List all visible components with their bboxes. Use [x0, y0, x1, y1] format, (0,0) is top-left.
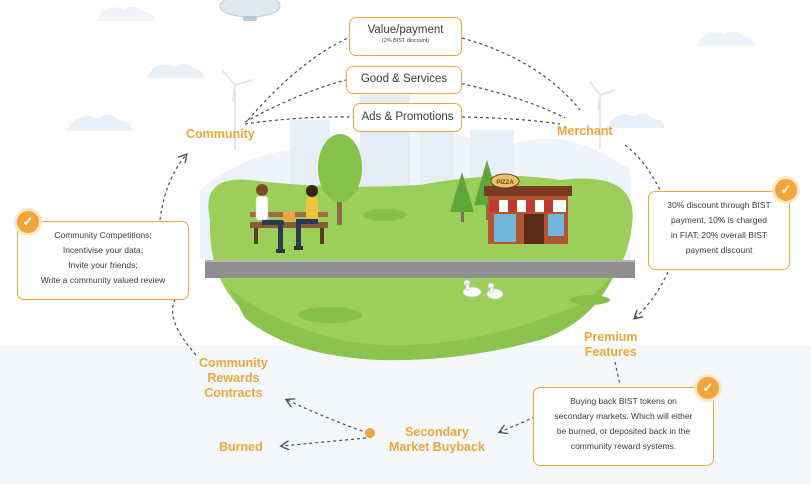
community-desc-line: Community Competitions; [54, 230, 152, 240]
merchant-desc-line: payment, 10% is charged [671, 215, 767, 225]
duck-icon [462, 279, 504, 300]
buyback-desc-line: community reward systems. [570, 441, 677, 451]
value-payment-note: (2% BIST discount) [381, 38, 430, 44]
goods-services-label: Good & Services [360, 73, 448, 85]
check-icon: ✓ [697, 377, 719, 399]
ads-promotions-label: Ads & Promotions [361, 111, 454, 123]
merchant-description-box: 30% discount through BIST payment, 10% i… [648, 191, 790, 270]
merchant-desc-line: 30% discount through BIST [667, 200, 771, 210]
pizza-shop-icon: PIZZA [484, 173, 572, 244]
premium-features-label: Premium Features [584, 330, 638, 360]
buyback-desc-line: Buying back BIST tokens on [570, 396, 677, 406]
ads-promotions-box: Ads & Promotions [353, 103, 462, 132]
blimp-icon [219, 0, 281, 21]
merchant-desc-line: in FIAT; 20% overall BIST [670, 230, 768, 240]
flow-connectors [159, 37, 669, 446]
rewards-line-1: Community [199, 356, 268, 370]
value-payment-label: Value/payment [367, 24, 444, 36]
premium-line-2: Features [584, 345, 637, 359]
secondary-buyback-label: Secondary Market Buyback [389, 425, 485, 455]
check-icon: ✓ [775, 179, 797, 201]
check-icon: ✓ [17, 211, 39, 233]
secondary-line-1: Secondary [404, 425, 469, 439]
rewards-line-3: Contracts [204, 386, 263, 400]
goods-services-box: Good & Services [346, 66, 462, 94]
bench-icon [250, 184, 328, 253]
community-desc-line: Invite your friends; [68, 260, 138, 270]
buyback-desc-line: secondary markets. Which will either [554, 411, 693, 421]
shop-sign: PIZZA [496, 180, 514, 186]
community-desc-line: Incentivise your data; [62, 245, 144, 255]
merchant-label: Merchant [557, 124, 613, 138]
community-label: Community [186, 127, 255, 141]
community-desc-line: Write a community valued review [40, 275, 166, 285]
secondary-line-2: Market Buyback [389, 440, 485, 454]
road [205, 262, 635, 278]
rewards-line-2: Rewards [207, 371, 260, 385]
windmill-icon [221, 69, 616, 150]
premium-line-1: Premium [584, 330, 638, 344]
buyback-dot [365, 428, 375, 438]
community-description-box: Community Competitions; Incentivise your… [17, 221, 189, 300]
value-payment-box: Value/payment (2% BIST discount) [349, 17, 462, 56]
burned-label: Burned [219, 440, 263, 454]
rewards-contracts-label: Community Rewards Contracts [199, 356, 268, 401]
buyback-desc-line: be burned, or deposited back in the [556, 426, 691, 436]
buyback-description-box: Buying back BIST tokens on secondary mar… [533, 387, 714, 466]
merchant-desc-line: payment discount [685, 245, 753, 255]
